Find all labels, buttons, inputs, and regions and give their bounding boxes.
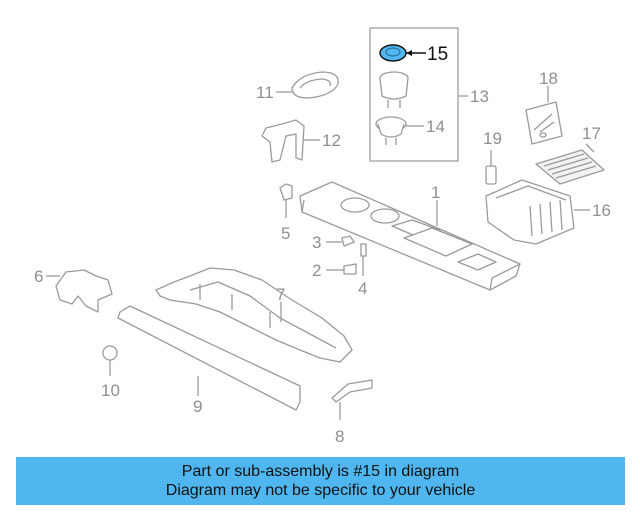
part-8: 8 (331, 379, 373, 446)
callout-19: 19 (483, 129, 502, 148)
part-11: 11 (256, 71, 339, 102)
part-17: 17 (535, 124, 605, 185)
part-group-13-box: 13 (369, 27, 489, 162)
part-19: 19 (483, 129, 502, 185)
callout-2: 2 (312, 261, 321, 280)
callout-4: 4 (358, 279, 367, 298)
parts-diagram: 13 15 14 11 12 5 (34, 27, 611, 446)
callout-15: 15 (427, 44, 448, 65)
callout-16: 16 (592, 201, 611, 220)
callout-13: 13 (470, 87, 489, 106)
part-5: 5 (279, 183, 293, 243)
part-1: 1 (299, 181, 521, 291)
cup-holder-insert (379, 71, 409, 108)
callout-10: 10 (101, 381, 120, 400)
callout-11: 11 (256, 83, 274, 102)
callout-7: 7 (276, 285, 285, 304)
part-4: 4 (358, 243, 367, 298)
callout-9: 9 (193, 397, 202, 416)
callout-5: 5 (281, 224, 290, 243)
part-14: 14 (375, 116, 445, 145)
callout-12: 12 (322, 131, 341, 150)
part-15-highlighted[interactable]: 15 (379, 44, 448, 65)
part-16: 16 (485, 179, 611, 245)
part-2: 2 (312, 261, 357, 280)
part-7: 7 (155, 267, 353, 363)
callout-14: 14 (426, 117, 445, 136)
part-10: 10 (101, 345, 120, 400)
part-6: 6 (34, 267, 113, 313)
callout-17: 17 (582, 124, 601, 143)
info-banner: Part or sub-assembly is #15 in diagram D… (16, 457, 625, 505)
callout-3: 3 (312, 233, 321, 252)
callout-8: 8 (335, 427, 344, 446)
part-18: 18 (525, 69, 563, 145)
part-3: 3 (312, 233, 355, 252)
callout-6: 6 (34, 267, 43, 286)
part-9: 9 (117, 305, 301, 416)
banner-line-2: Diagram may not be specific to your vehi… (165, 482, 476, 499)
callout-1: 1 (431, 183, 440, 202)
part-12: 12 (261, 119, 341, 163)
callout-18: 18 (539, 69, 558, 88)
banner-line-1: Part or sub-assembly is #15 in diagram (181, 463, 460, 480)
